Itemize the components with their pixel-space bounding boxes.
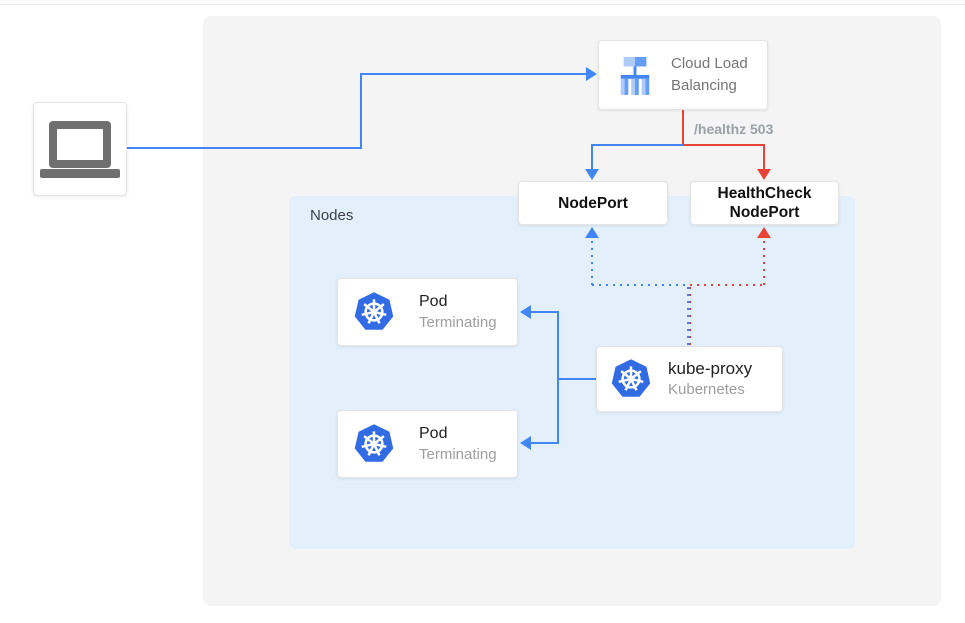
kubernetes-icon: [610, 358, 652, 400]
line-segment: [360, 73, 586, 75]
healthcheck-nodeport-card: HealthCheck NodePort: [690, 181, 839, 225]
clb-label-line2: Balancing: [671, 77, 737, 94]
line-segment: [689, 287, 691, 346]
line-segment: [531, 311, 558, 313]
healthcheck-label-line1: HealthCheck: [717, 185, 812, 202]
pod-card: Pod Terminating: [337, 278, 518, 346]
cloud-load-balancing-card: Cloud Load Balancing: [598, 40, 768, 110]
line-segment: [683, 144, 765, 146]
line-segment: [687, 287, 689, 346]
line-segment: [591, 241, 593, 285]
healthcheck-label-line2: NodePort: [729, 204, 800, 221]
pod-card: Pod Terminating: [337, 410, 518, 478]
kube-proxy-subtitle: Kubernetes: [668, 381, 745, 398]
pod-title: Pod: [419, 293, 448, 310]
line-segment: [592, 284, 688, 286]
kube-proxy-card: kube-proxy Kubernetes: [596, 346, 783, 412]
arrowhead: [757, 227, 771, 238]
pod-title: Pod: [419, 425, 448, 442]
line-segment: [360, 73, 362, 149]
kubernetes-icon: [353, 291, 395, 333]
line-segment: [127, 147, 361, 149]
laptop-icon: [34, 120, 126, 178]
top-divider: [0, 4, 965, 5]
arrowhead: [585, 169, 599, 180]
nodeport-label: NodePort: [558, 194, 628, 212]
client-laptop-card: [33, 102, 127, 196]
line-segment: [592, 144, 683, 146]
line-segment: [531, 442, 558, 444]
arrowhead: [586, 67, 597, 81]
arrowhead: [757, 169, 771, 180]
line-segment: [690, 284, 765, 286]
line-segment: [558, 378, 596, 380]
line-segment: [763, 241, 765, 285]
line-segment: [763, 144, 765, 169]
line-segment: [591, 144, 593, 169]
arrowhead: [585, 227, 599, 238]
arrowhead: [520, 436, 531, 450]
line-segment: [557, 311, 559, 444]
kube-proxy-title: kube-proxy: [668, 359, 753, 378]
nodeport-card: NodePort: [518, 181, 668, 225]
load-balancer-icon: [613, 51, 657, 99]
kubernetes-icon: [353, 423, 395, 465]
nodes-label: Nodes: [310, 207, 354, 224]
arrowhead: [520, 305, 531, 319]
healthz-label: /healthz 503: [694, 121, 774, 137]
pod-subtitle: Terminating: [419, 446, 497, 463]
clb-label-line1: Cloud Load: [671, 55, 748, 72]
line-segment: [682, 110, 684, 146]
pod-subtitle: Terminating: [419, 314, 497, 331]
